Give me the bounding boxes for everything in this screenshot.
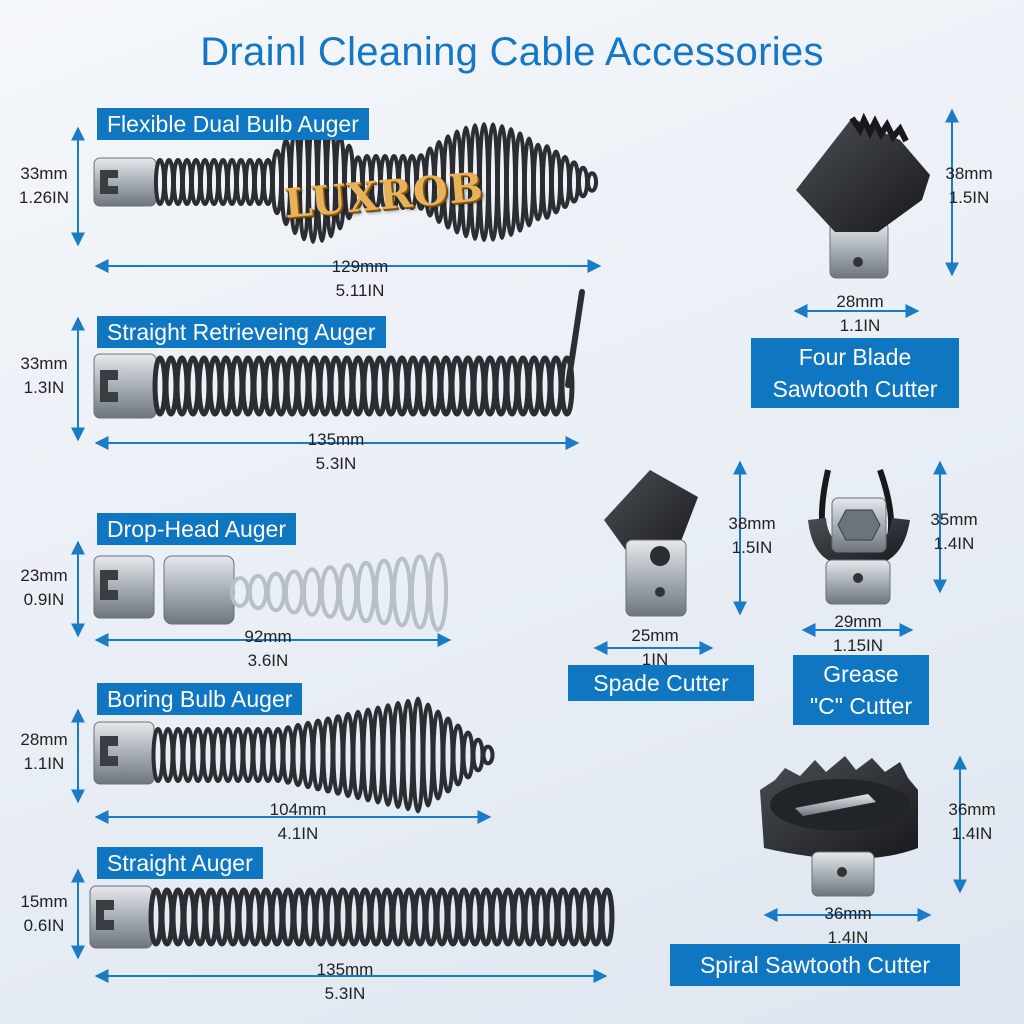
label-spade-cutter: Spade Cutter: [568, 665, 754, 701]
page-title: Drainl Cleaning Cable Accessories: [200, 30, 824, 74]
label-straight-retrieving-auger: Straight Retrieveing Auger: [97, 316, 386, 348]
coil-straight: [148, 887, 615, 947]
spade-cutter-illustration: [604, 470, 698, 617]
coil-drop-head: [229, 552, 449, 632]
label-flexible-dual-bulb-auger: Flexible Dual Bulb Auger: [97, 108, 369, 140]
auger-coils: [148, 120, 615, 947]
label-boring-bulb-auger: Boring Bulb Auger: [97, 683, 303, 715]
coil-flexible-dual-bulb: [153, 120, 599, 244]
spiral-sawtooth-cutter-illustration: [760, 756, 918, 897]
label-spiral-sawtooth-cutter: Spiral Sawtooth Cutter: [670, 944, 960, 986]
label-drop-head-auger: Drop-Head Auger: [97, 513, 296, 545]
label-grease-c-cutter: Grease"C" Cutter: [793, 655, 929, 725]
grease-c-cutter-illustration: [808, 469, 910, 605]
retrieving-hook: [565, 289, 585, 388]
coil-boring-bulb: [151, 696, 495, 814]
auger-connector-heads: [89, 157, 235, 949]
coil-straight-retrieving: [152, 355, 575, 417]
dimension-arrows: [71, 108, 967, 983]
label-straight-auger: Straight Auger: [97, 847, 263, 879]
four-blade-cutter-illustration: [796, 112, 930, 279]
